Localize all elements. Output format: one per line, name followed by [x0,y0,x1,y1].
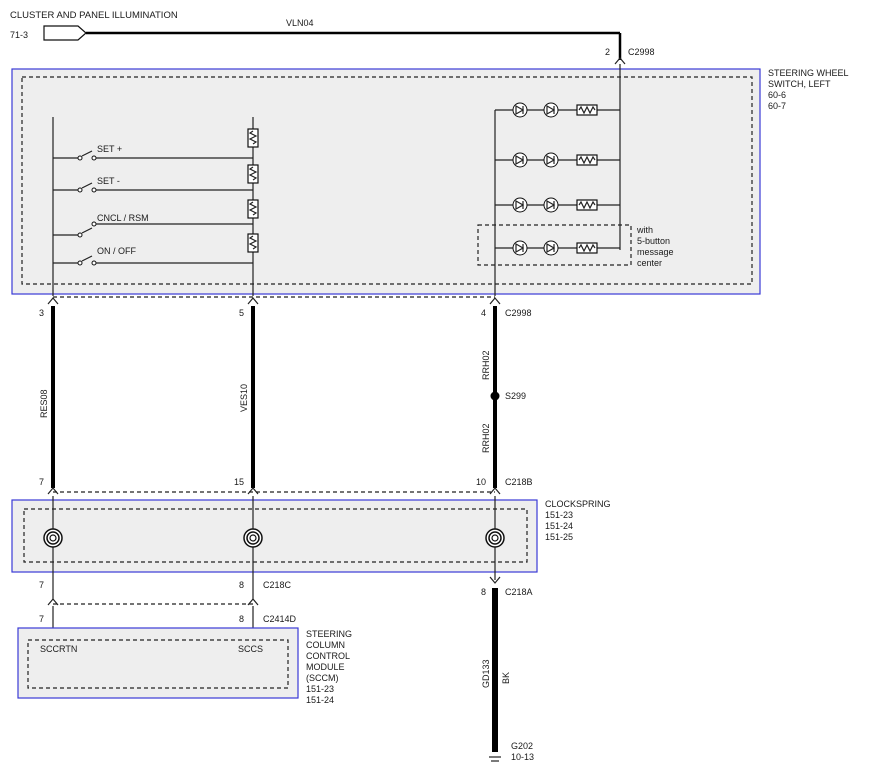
pin-10-c218b: 10 [476,477,486,487]
switch-cncl-rsm: CNCL / RSM [53,213,253,238]
wire-label-gd133: GD133 [481,659,491,688]
connector-chevron-icon [489,297,501,305]
connector-chevron-icon [47,598,59,606]
pin-7-c218c: 7 [39,580,44,590]
sccm-name-3: CONTROL [306,651,350,661]
switch-set-plus: SET + [53,144,253,161]
clockspring-ref-3: 151-25 [545,532,573,542]
pin-8-c218a: 8 [481,587,486,597]
connector-chevron-icon [247,487,259,495]
pin-7-c2414d: 7 [39,614,44,624]
pin-15-c218b: 15 [234,477,244,487]
led-row-4 [495,240,620,256]
clockspring-coil-icon [243,528,263,548]
switch-on-off: ON / OFF [53,246,253,266]
sccm-name-5: (SCCM) [306,673,339,683]
connector-chevron-icon [47,297,59,305]
header-ref: 71-3 [10,30,28,40]
switch-name-1: STEERING WHEEL [768,68,849,78]
clockspring-ref-2: 151-24 [545,521,573,531]
header-title: CLUSTER AND PANEL ILLUMINATION [10,10,178,21]
switch-label-set-plus: SET + [97,144,122,154]
led-row-3 [495,197,620,213]
sccm-ref-2: 151-24 [306,695,334,705]
connector-c2998-top: C2998 [628,47,655,57]
clockspring-ref-1: 151-23 [545,510,573,520]
clockspring-coil-icon [485,528,505,548]
switch-label-cncl-rsm: CNCL / RSM [97,213,149,223]
sccm-name-2: COLUMN [306,640,345,650]
led-row-1 [495,102,620,118]
pin-5: 5 [239,308,244,318]
switch-label-on-off: ON / OFF [97,246,136,256]
resistor-zigzag-icon [248,130,258,145]
wire-label-rrh02-lower: RRH02 [481,423,491,453]
pin-3: 3 [39,308,44,318]
resistor-zigzag-icon [248,201,258,216]
ground-g202: G202 [511,741,533,751]
clockspring-coil-icon [43,528,63,548]
steering-switch-inner [21,76,753,285]
sccm-pin-sccrtn: SCCRTN [40,644,77,654]
steering-switch-box [11,68,761,295]
pin-4: 4 [481,308,486,318]
connector-arrow-icon [43,25,87,41]
pin-7-c218b: 7 [39,477,44,487]
connector-chevron-icon [47,487,59,495]
switch-name-2: SWITCH, LEFT [768,79,831,89]
connector-chevron-icon [489,576,501,584]
pin-2: 2 [605,47,610,57]
connector-chevron-icon [247,297,259,305]
switch-ref-1: 60-6 [768,90,786,100]
clockspring-name: CLOCKSPRING [545,499,611,509]
switch-label-set-minus: SET - [97,176,120,186]
splice-dot-icon [490,391,500,401]
wire-label-res08: RES08 [39,389,49,418]
connector-chevron-icon [489,487,501,495]
wire-label-rrh02-upper: RRH02 [481,350,491,380]
connector-chevron-icon [247,598,259,606]
led-row-2 [495,152,620,168]
switch-ref-2: 60-7 [768,101,786,111]
led-option-box [477,224,632,266]
connector-c218a: C218A [505,587,533,597]
sccm-inner [27,639,289,689]
sccm-name-1: STEERING [306,629,352,639]
wire-label-ves10: VES10 [239,384,249,412]
sccm-pin-sccs: SCCS [238,644,263,654]
wire-label-vln04: VLN04 [286,18,314,28]
connector-chevron-icon [614,57,626,65]
connector-c2414d: C2414D [263,614,297,624]
ground-ref: 10-13 [511,752,534,762]
splice-s299: S299 [505,391,526,401]
clockspring-inner [23,508,528,563]
pin-8-c218c: 8 [239,580,244,590]
led-note-2: 5-button [637,236,670,246]
led-note-1: with [636,225,653,235]
resistor-zigzag-icon [248,235,258,250]
connector-c218b: C218B [505,477,533,487]
sccm-ref-1: 151-23 [306,684,334,694]
switch-set-minus: SET - [53,176,253,193]
connector-c218c: C218C [263,580,292,590]
wire-label-bk: BK [501,672,511,684]
led-note-4: center [637,258,662,268]
pin-8-c2414d: 8 [239,614,244,624]
connector-c2998: C2998 [505,308,532,318]
resistor-zigzag-icon [248,166,258,181]
clockspring-box [11,499,538,573]
sccm-name-4: MODULE [306,662,345,672]
led-note-3: message [637,247,674,257]
